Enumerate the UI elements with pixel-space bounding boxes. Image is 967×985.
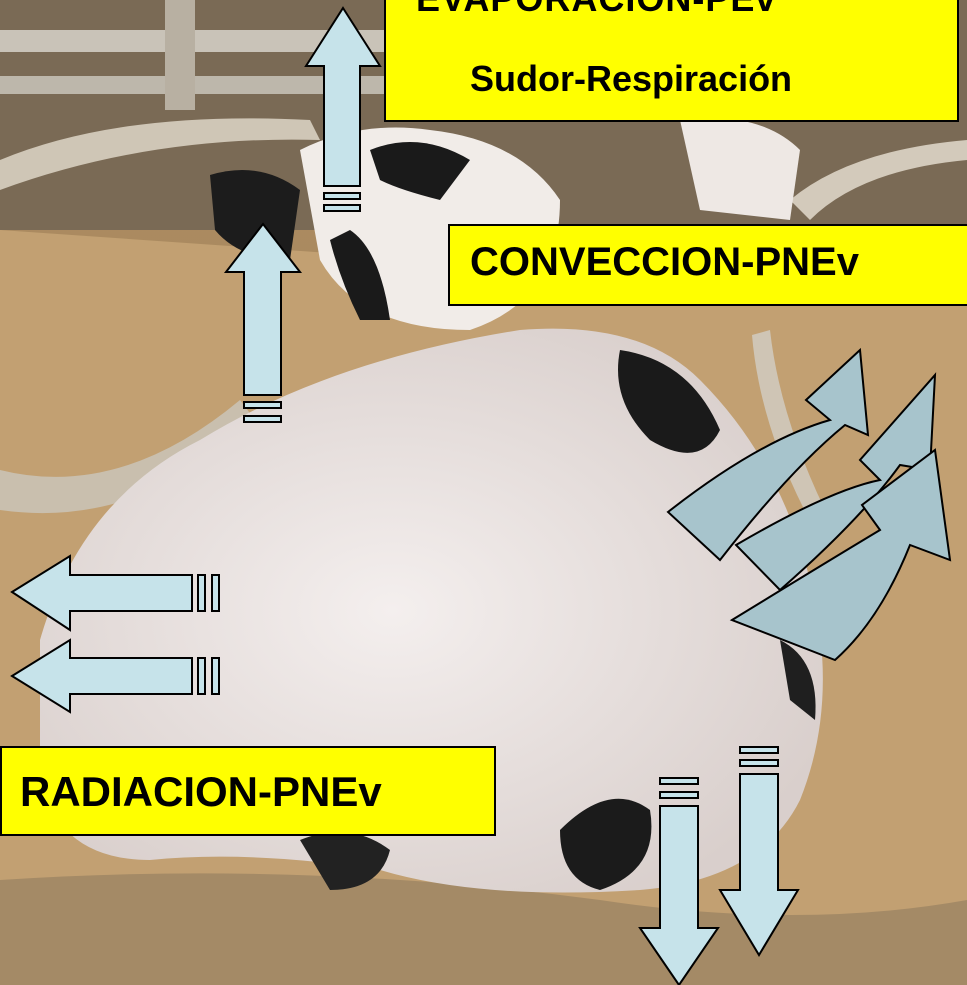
radiation-text: RADIACION-PNEv bbox=[20, 768, 382, 815]
radiation-label: RADIACION-PNEv bbox=[0, 746, 496, 836]
rail bbox=[790, 140, 967, 220]
convection-text: CONVECCION-PNEv bbox=[470, 240, 859, 284]
rail bbox=[0, 400, 255, 514]
evaporation-title: EVAPORACION-PEv bbox=[416, 0, 776, 20]
convection-label: CONVECCION-PNEv bbox=[448, 224, 967, 306]
up-arrow bbox=[304, 6, 382, 212]
up-arrow bbox=[223, 222, 303, 423]
rail bbox=[0, 118, 320, 190]
down-arrow bbox=[718, 746, 800, 957]
post bbox=[165, 0, 195, 110]
left-arrow bbox=[10, 638, 220, 714]
left-arrow bbox=[10, 554, 220, 632]
evaporation-label: EVAPORACION-PEv Sudor-Respiración bbox=[384, 0, 959, 122]
evaporation-subtitle: Sudor-Respiración bbox=[470, 58, 793, 99]
curved-arrow bbox=[666, 347, 952, 662]
rail bbox=[752, 330, 830, 530]
down-arrow bbox=[638, 777, 720, 985]
